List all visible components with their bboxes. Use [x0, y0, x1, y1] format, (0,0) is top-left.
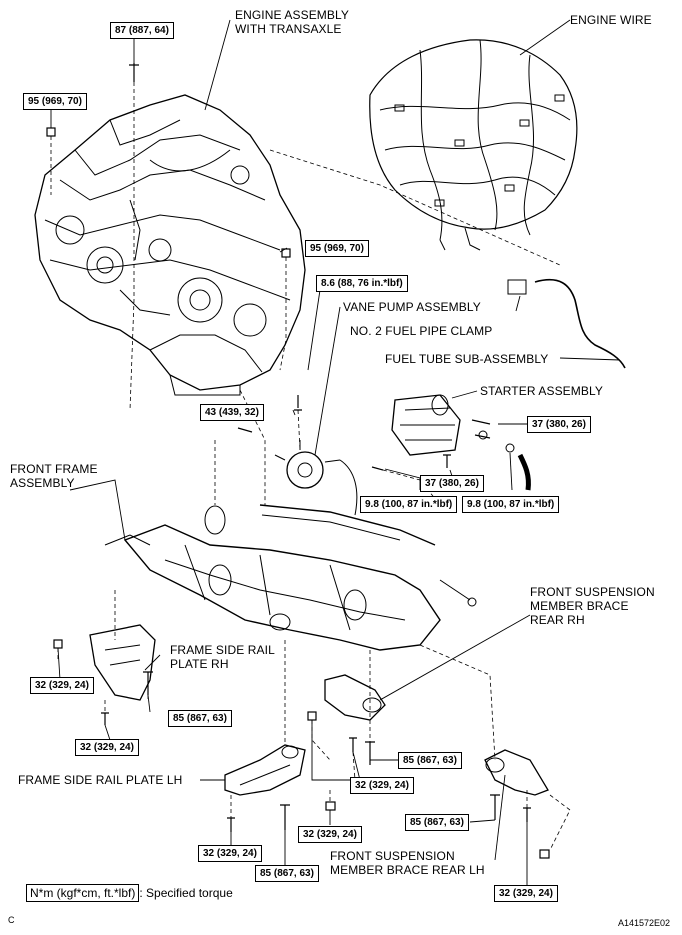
torque-callout: 32 (329, 24)	[350, 777, 414, 794]
legend-text: : Specified torque	[139, 886, 233, 900]
label-starter: STARTER ASSEMBLY	[480, 384, 603, 398]
torque-callout: 32 (329, 24)	[298, 826, 362, 843]
torque-legend: N*m (kgf*cm, ft.*lbf): Specified torque	[26, 884, 233, 902]
torque-callout: 87 (887, 64)	[110, 22, 174, 39]
torque-callout: 95 (969, 70)	[305, 240, 369, 257]
front-frame-drawing	[104, 505, 441, 651]
leader-lines	[50, 19, 621, 885]
torque-callout: 8.6 (88, 76 in.*lbf)	[316, 275, 408, 292]
torque-callout: 43 (439, 32)	[200, 404, 264, 421]
torque-callout: 85 (867, 63)	[398, 752, 462, 769]
steering-rack-drawing	[259, 504, 436, 546]
label-side-rail-lh: FRAME SIDE RAIL PLATE LH	[18, 773, 183, 787]
brace-rear-lh-drawing	[484, 749, 549, 796]
engine-assembly-drawing	[34, 94, 306, 396]
side-rail-plate-rh-drawing	[89, 624, 156, 701]
fastener-drawings	[46, 63, 550, 859]
label-engine-assembly: ENGINE ASSEMBLY WITH TRANSAXLE	[235, 8, 349, 36]
engine-wire-drawing	[369, 39, 578, 251]
torque-callout: 37 (380, 26)	[527, 416, 591, 433]
torque-callout: 32 (329, 24)	[75, 739, 139, 756]
label-brace-rear-rh: FRONT SUSPENSION MEMBER BRACE REAR RH	[530, 585, 655, 627]
torque-callout: 9.8 (100, 87 in.*lbf)	[462, 496, 560, 513]
torque-callout: 32 (329, 24)	[198, 845, 262, 862]
side-rail-plate-lh-drawing	[224, 744, 306, 796]
label-front-frame: FRONT FRAME ASSEMBLY	[10, 462, 98, 490]
torque-callout: 85 (867, 63)	[255, 865, 319, 882]
figure-code: A141572E02	[618, 918, 671, 928]
brace-rear-rh-drawing	[324, 674, 386, 721]
torque-callout: 32 (329, 24)	[494, 885, 558, 902]
label-side-rail-rh: FRAME SIDE RAIL PLATE RH	[170, 643, 275, 671]
torque-callout: 85 (867, 63)	[405, 814, 469, 831]
torque-callout: 9.8 (100, 87 in.*lbf)	[360, 496, 458, 513]
label-fuel-tube: FUEL TUBE SUB-ASSEMBLY	[385, 352, 549, 366]
fuel-tube-drawing	[534, 278, 626, 369]
label-brace-rear-lh: FRONT SUSPENSION MEMBER BRACE REAR LH	[330, 849, 485, 877]
corner-mark: C	[8, 915, 15, 925]
torque-callout: 95 (969, 70)	[23, 93, 87, 110]
starter-drawing	[391, 394, 531, 491]
fuel-pipe-clamp-drawing	[507, 279, 527, 295]
torque-callout: 37 (380, 26)	[420, 475, 484, 492]
torque-callout: 32 (329, 24)	[30, 677, 94, 694]
label-vane-pump: VANE PUMP ASSEMBLY	[343, 300, 481, 314]
label-engine-wire: ENGINE WIRE	[570, 13, 652, 27]
label-fuel-pipe-clamp: NO. 2 FUEL PIPE CLAMP	[350, 324, 493, 338]
legend-unit: N*m (kgf*cm, ft.*lbf)	[26, 884, 140, 902]
torque-callout: 85 (867, 63)	[168, 710, 232, 727]
